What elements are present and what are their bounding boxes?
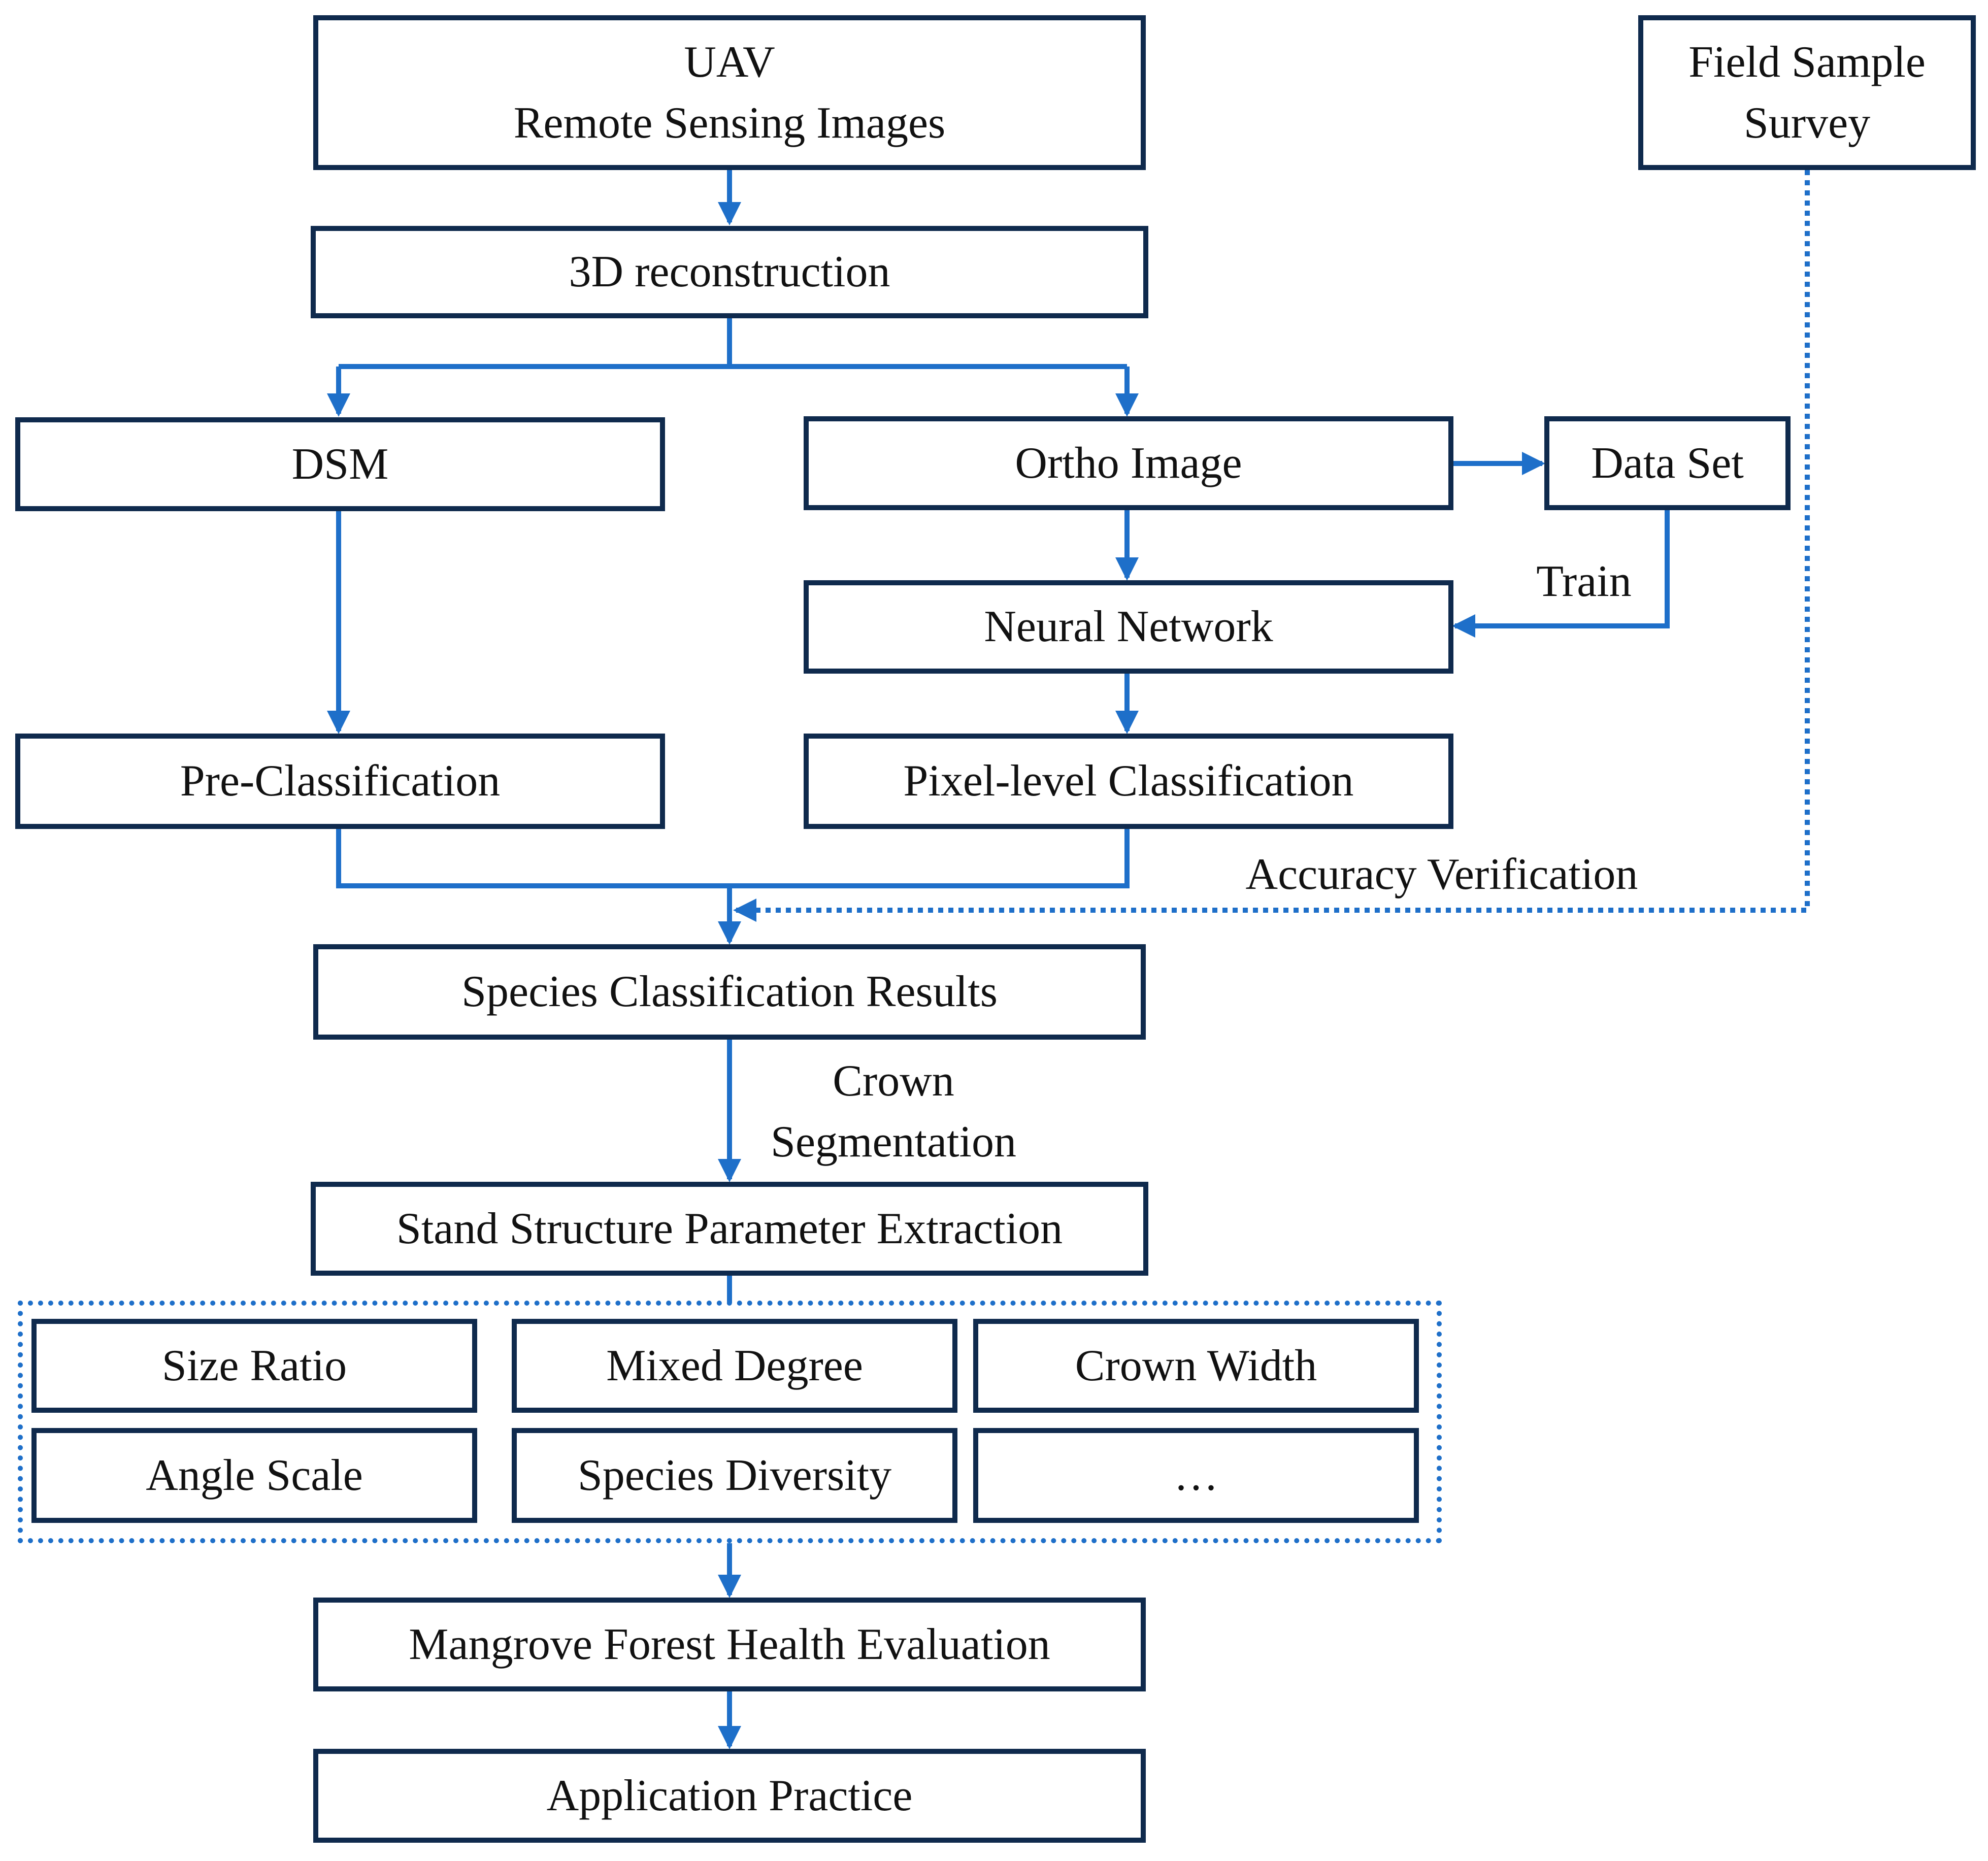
3d-reconstruction-box: 3D reconstruction	[311, 226, 1148, 318]
pre-classification-box: Pre-Classification	[15, 734, 665, 829]
crown-segmentation-label: Crown Segmentation	[771, 1056, 1016, 1167]
arrow-dataset-to-network	[1452, 510, 1670, 638]
ellipsis-box: …	[973, 1428, 1419, 1523]
connector-merge	[336, 829, 1130, 888]
accuracy-verification-label: Accuracy Verification	[1245, 850, 1638, 899]
dsm-box: DSM	[15, 417, 665, 511]
ortho-image-box: Ortho Image	[804, 416, 1453, 510]
size-ratio-box: Size Ratio	[31, 1319, 477, 1413]
connector-reconstruction-split	[339, 318, 1127, 369]
mixed-degree-box: Mixed Degree	[512, 1319, 957, 1413]
data-set-box: Data Set	[1544, 416, 1791, 510]
stand-structure-box: Stand Structure Parameter Extraction	[311, 1182, 1148, 1276]
species-diversity-box: Species Diversity	[512, 1428, 957, 1523]
pixel-level-classification-box: Pixel-level Classification	[804, 734, 1453, 829]
crown-width-box: Crown Width	[973, 1319, 1419, 1413]
mangrove-health-box: Mangrove Forest Health Evaluation	[313, 1598, 1146, 1691]
angle-scale-box: Angle Scale	[31, 1428, 477, 1523]
application-practice-box: Application Practice	[313, 1749, 1146, 1843]
field-sample-survey-box: Field Sample Survey	[1638, 15, 1976, 170]
species-classification-results-box: Species Classification Results	[313, 944, 1146, 1040]
train-label: Train	[1536, 557, 1632, 606]
parameter-group-frame	[18, 1301, 1442, 1543]
neural-network-box: Neural Network	[804, 580, 1453, 674]
arrow-field-survey-accuracy	[733, 170, 1810, 922]
uav-images-box: UAV Remote Sensing Images	[313, 15, 1146, 170]
